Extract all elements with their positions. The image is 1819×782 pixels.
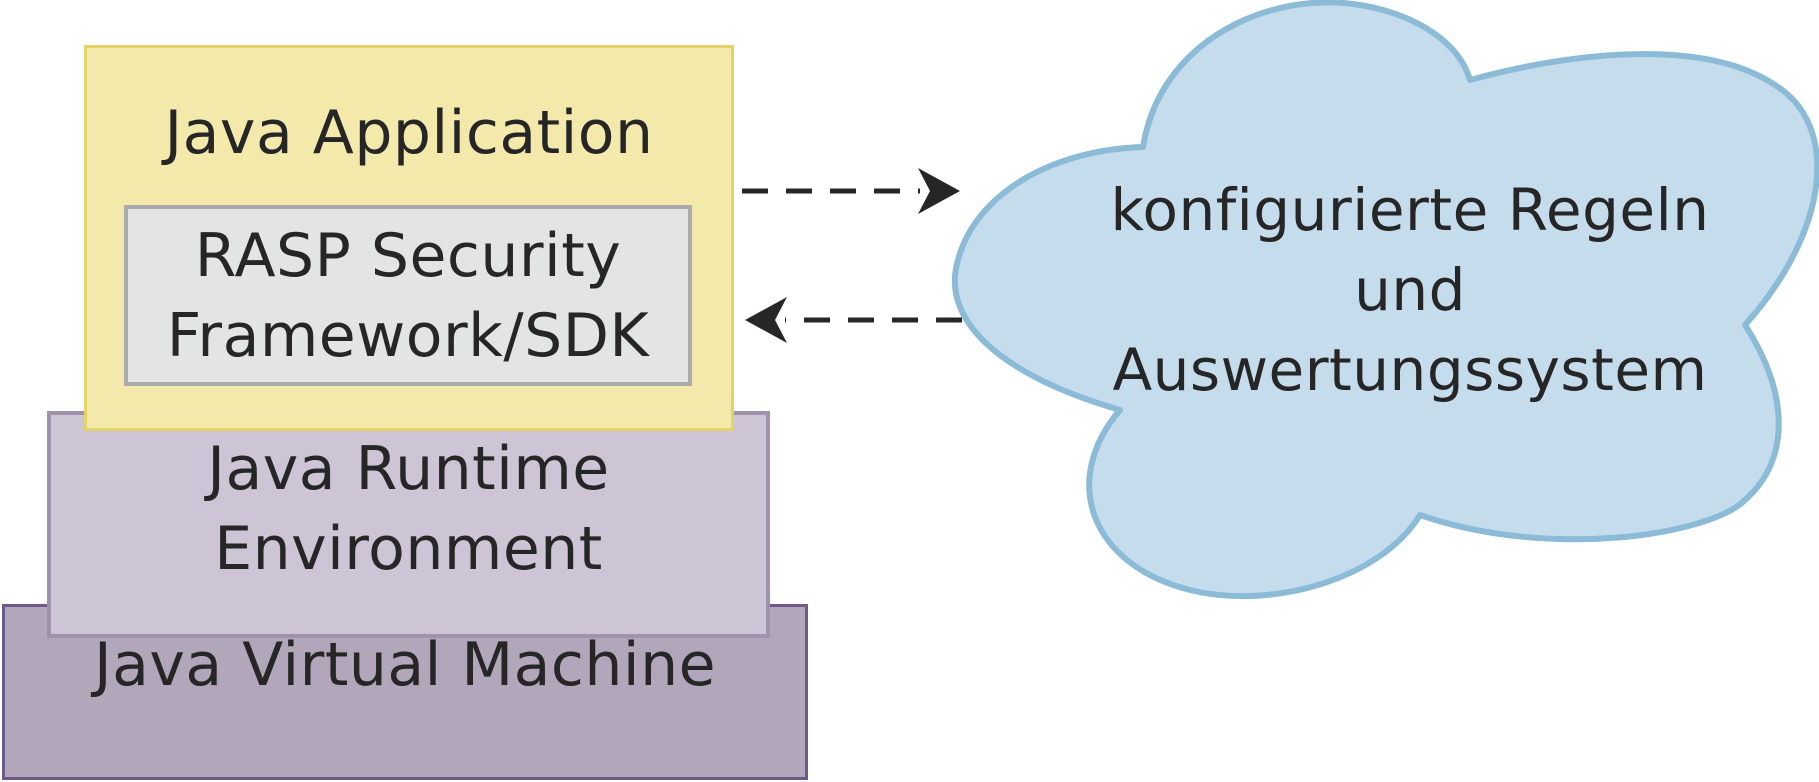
arrowhead-right-icon — [918, 168, 960, 214]
rasp-sdk-label-line-1: RASP Security — [194, 220, 622, 291]
cloud-label-line-3: Auswertungssystem — [1112, 336, 1708, 404]
jvm-label: Java Virtual Machine — [93, 630, 717, 700]
rasp-sdk-label-line-2: Framework/SDK — [166, 300, 650, 371]
jre-label-line-1: Java Runtime — [207, 434, 610, 504]
cloud-label: konfigurierte Regeln und Auswertungssyst… — [1080, 170, 1740, 410]
rasp-sdk-box: RASP Security Framework/SDK — [124, 205, 692, 386]
jre-layer: Java Runtime Environment — [47, 411, 770, 638]
cloud-label-line-1: konfigurierte Regeln — [1110, 176, 1710, 244]
cloud-shape — [951, 0, 1819, 600]
cloud-label-line-2: und — [1354, 256, 1466, 324]
arrowhead-left-icon — [745, 297, 787, 343]
java-application-label: Java Application — [164, 98, 654, 168]
jre-label-line-2: Environment — [214, 514, 603, 584]
